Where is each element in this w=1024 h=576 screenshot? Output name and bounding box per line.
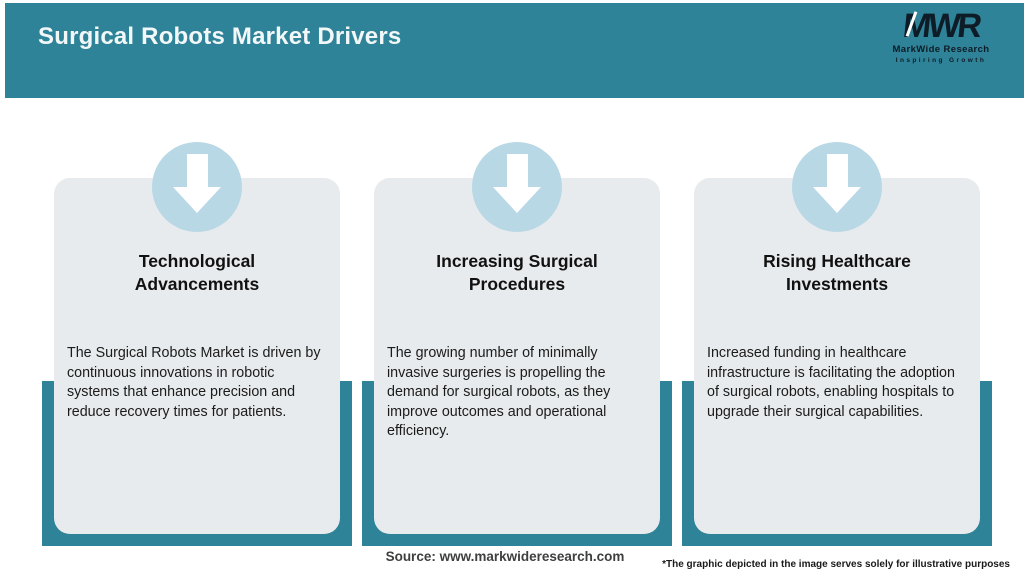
driver-unit-3: Rising Healthcare Investments Increased …: [682, 142, 992, 546]
down-arrow-icon: [152, 142, 242, 232]
disclaimer-text: *The graphic depicted in the image serve…: [662, 559, 1010, 570]
card-title: Technological Advancements: [134, 251, 260, 294]
header-bar: Surgical Robots Market Drivers MWR MarkW…: [5, 3, 1024, 98]
card-title: Increasing Surgical Procedures: [436, 251, 598, 294]
driver-unit-2: Increasing Surgical Procedures The growi…: [362, 142, 672, 546]
card-title: Rising Healthcare Investments: [763, 251, 911, 294]
source-text: Source: www.markwideresearch.com: [385, 549, 625, 564]
card-description: Increased funding in healthcare infrastr…: [707, 345, 955, 420]
page-title: Surgical Robots Market Drivers: [38, 23, 402, 50]
card-description: The growing number of minimally invasive…: [387, 345, 611, 440]
markwide-logo: MWR MarkWide Research Inspiring Growth: [876, 7, 1006, 64]
logo-company-name: MarkWide Research: [892, 44, 990, 55]
driver-card-increasing-surgical-procedures: Increasing Surgical Procedures The growi…: [374, 178, 660, 534]
logo-tagline: Inspiring Growth: [895, 56, 987, 64]
driver-card-technological-advancements: Technological Advancements The Surgical …: [54, 178, 340, 534]
driver-unit-1: Technological Advancements The Surgical …: [42, 142, 352, 546]
card-description: The Surgical Robots Market is driven by …: [67, 345, 321, 420]
down-arrow-icon: [472, 142, 562, 232]
driver-card-rising-healthcare-investments: Rising Healthcare Investments Increased …: [694, 178, 980, 534]
down-arrow-icon: [792, 142, 882, 232]
